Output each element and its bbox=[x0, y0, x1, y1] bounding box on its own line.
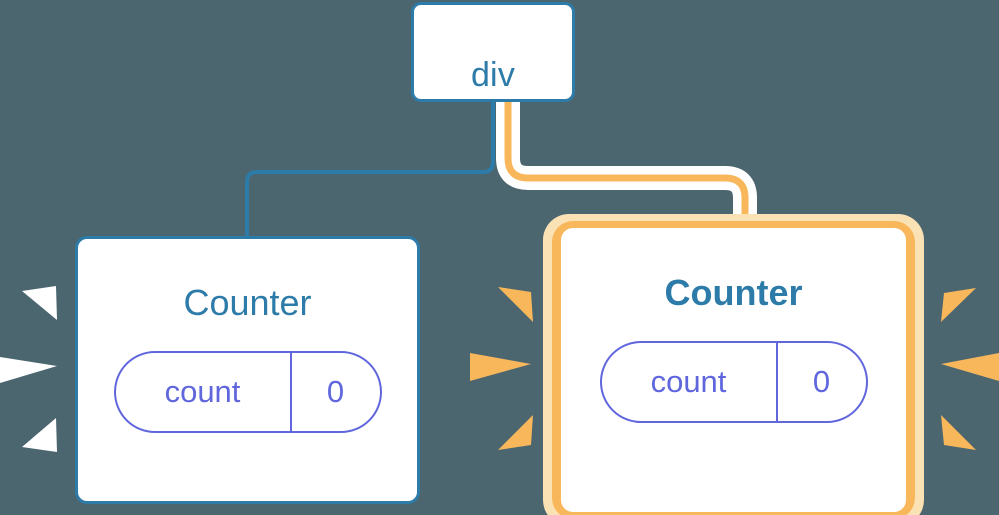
ray-white-bottom bbox=[22, 418, 57, 452]
node-counter-right[interactable]: Counter count 0 bbox=[561, 228, 906, 512]
ray-orange-right-middle bbox=[941, 353, 999, 381]
state-key-right: count bbox=[602, 343, 778, 421]
state-pill-left[interactable]: count 0 bbox=[113, 351, 382, 433]
ray-orange-mid-middle bbox=[470, 353, 531, 381]
state-key-left: count bbox=[116, 353, 292, 431]
state-pill-right[interactable]: count 0 bbox=[599, 341, 868, 423]
state-value-right: 0 bbox=[812, 364, 831, 399]
burst-left-white bbox=[0, 286, 57, 452]
node-counter-left-label: Counter bbox=[183, 282, 312, 323]
node-counter-left[interactable]: Counter count 0 bbox=[75, 236, 420, 504]
node-counter-right-label: Counter bbox=[664, 272, 803, 313]
ray-orange-right-top bbox=[941, 288, 976, 322]
node-div[interactable]: div bbox=[411, 2, 575, 102]
edge-div-to-right-counter bbox=[504, 102, 749, 236]
ray-white-middle bbox=[0, 357, 57, 383]
edge-div-to-left-counter bbox=[245, 100, 495, 240]
ray-orange-mid-top bbox=[498, 287, 533, 322]
state-value-left: 0 bbox=[326, 374, 345, 409]
ray-orange-mid-bottom bbox=[498, 415, 533, 450]
ray-white-top bbox=[22, 286, 57, 320]
node-div-label: div bbox=[470, 56, 516, 94]
burst-middle-orange bbox=[470, 287, 533, 450]
burst-right-orange bbox=[941, 288, 999, 450]
ray-orange-right-bottom bbox=[941, 415, 976, 450]
